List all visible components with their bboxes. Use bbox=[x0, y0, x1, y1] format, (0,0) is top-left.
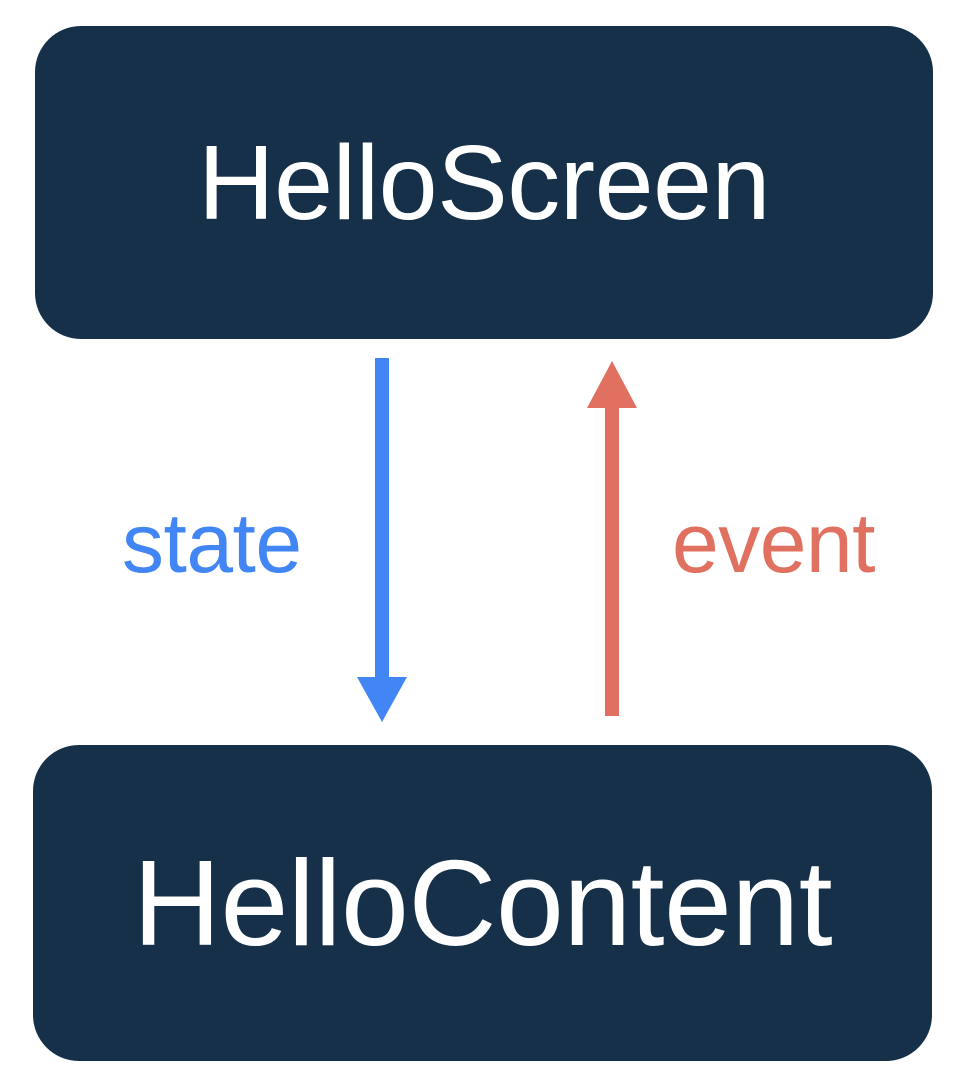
edge-label-state: state bbox=[122, 496, 302, 590]
node-hello-content-label: HelloContent bbox=[132, 835, 833, 971]
node-hello-screen-label: HelloScreen bbox=[198, 123, 770, 242]
up-arrow-icon bbox=[587, 361, 637, 716]
arrow-state bbox=[357, 358, 407, 722]
arrow-event bbox=[587, 361, 637, 716]
node-hello-screen[interactable]: HelloScreen bbox=[35, 26, 933, 339]
node-hello-content[interactable]: HelloContent bbox=[33, 745, 932, 1061]
down-arrow-icon bbox=[357, 358, 407, 722]
edge-label-event: event bbox=[672, 496, 876, 590]
